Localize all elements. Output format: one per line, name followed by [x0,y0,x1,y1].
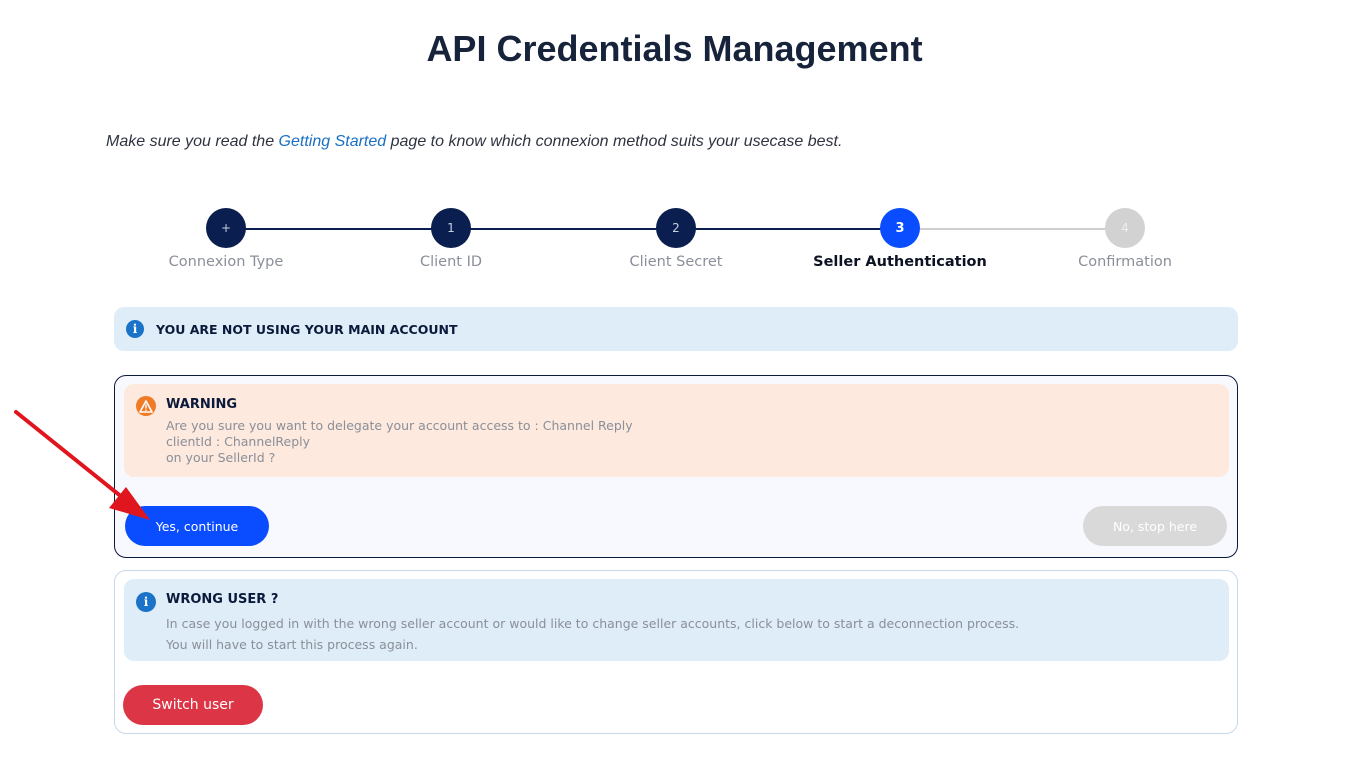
step-badge: 4 [1105,208,1145,248]
wrong-user-alert: i WRONG USER ? In case you logged in wit… [124,579,1229,661]
wrong-user-card: i WRONG USER ? In case you logged in wit… [114,570,1238,734]
step-badge: 3 [880,208,920,248]
delegation-warning-card: WARNING Are you sure you want to delegat… [114,375,1238,558]
warning-line: clientId : ChannelReply [166,434,311,449]
step-label: Client ID [419,254,483,270]
getting-started-link[interactable]: Getting Started [278,133,387,150]
warning-message: Are you sure you want to delegate your a… [166,418,633,466]
step-connector-1 [226,228,451,230]
no-stop-here-button[interactable]: No, stop here [1083,506,1227,546]
wrong-user-line: You will have to start this process agai… [166,637,418,652]
main-account-info-banner: i YOU ARE NOT USING YOUR MAIN ACCOUNT [114,307,1238,351]
step-connector-2 [451,228,676,230]
intro-text-after: page to know which connexion method suit… [386,133,843,150]
yes-continue-button[interactable]: Yes, continue [125,506,269,546]
progress-stepper: + Connexion Type 1 Client ID 2 Client Se… [0,208,1349,278]
warning-line: Are you sure you want to delegate your a… [166,418,633,433]
page-title: API Credentials Management [426,28,923,69]
step-label: Seller Authentication [813,254,987,270]
step-connexion-type[interactable]: + Connexion Type [136,208,316,270]
step-badge: 2 [656,208,696,248]
wrong-user-line: In case you logged in with the wrong sel… [166,616,1020,631]
warning-title: WARNING [166,397,238,412]
intro-text-before: Make sure you read the [106,133,279,150]
step-connector-4 [900,228,1125,230]
wrong-user-message: In case you logged in with the wrong sel… [166,613,1019,655]
step-label: Client Secret [629,254,723,270]
warning-line: on your SellerId ? [166,450,276,465]
intro-text: Make sure you read the Getting Started p… [106,133,842,151]
warning-triangle-icon [136,396,156,416]
warning-alert: WARNING Are you sure you want to delegat… [124,384,1229,477]
step-client-secret[interactable]: 2 Client Secret [586,208,766,270]
step-badge: + [206,208,246,248]
info-icon: i [136,592,156,612]
info-banner-text: YOU ARE NOT USING YOUR MAIN ACCOUNT [156,321,458,337]
wrong-user-title: WRONG USER ? [166,592,279,607]
switch-user-button[interactable]: Switch user [123,685,263,725]
step-label: Connexion Type [168,254,284,270]
step-connector-3 [676,228,900,230]
step-label: Confirmation [1078,254,1172,270]
step-badge: 1 [431,208,471,248]
step-confirmation: 4 Confirmation [1035,208,1215,270]
info-icon: i [126,320,144,338]
step-client-id[interactable]: 1 Client ID [361,208,541,270]
step-seller-authentication[interactable]: 3 Seller Authentication [810,208,990,270]
